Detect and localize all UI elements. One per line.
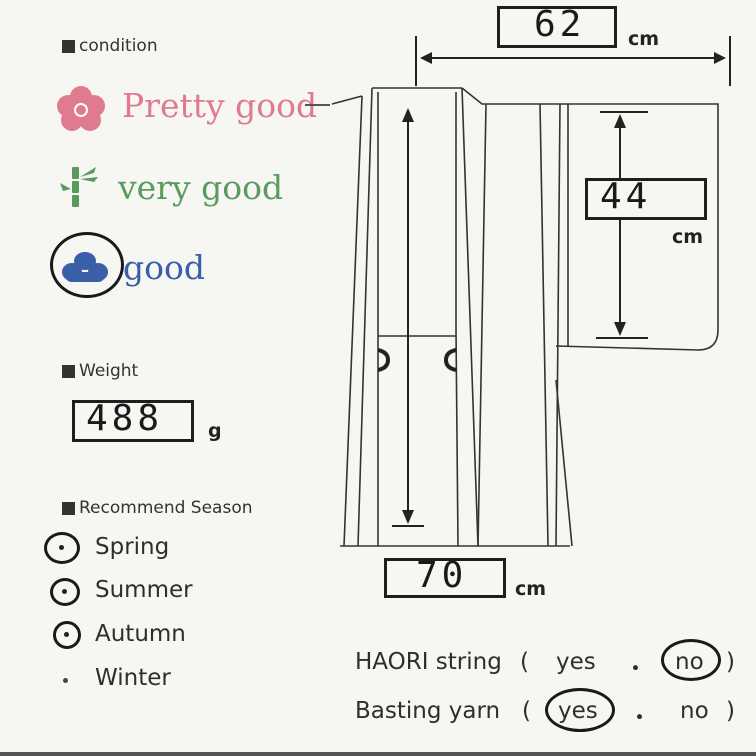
basting-yarn-no: no — [680, 698, 709, 724]
weight-title: Weight — [79, 361, 139, 381]
haori-string-no: no — [675, 649, 704, 675]
season-autumn: Autumn — [95, 621, 186, 647]
sleeve-value: 44 — [600, 176, 652, 217]
condition-option-pretty-good: Pretty good — [122, 86, 318, 125]
square-bullet-icon — [62, 364, 75, 378]
width-value-box — [497, 6, 617, 48]
season-spring: Spring — [95, 534, 170, 560]
basting-yarn-close: ) — [726, 698, 735, 724]
sleeve-value-box — [585, 178, 707, 220]
basting-yarn-sep: ・ — [628, 705, 651, 731]
basting-yarn-yes: yes — [558, 698, 598, 724]
width-value: 62 — [534, 4, 586, 45]
bottom-border — [0, 752, 756, 756]
bullet-dot-icon — [63, 678, 68, 683]
string-loop-left — [377, 348, 391, 372]
width-unit: cm — [628, 28, 660, 50]
haori-string-sep: ・ — [624, 656, 647, 682]
basting-yarn-label: Basting yarn — [355, 698, 501, 724]
haori-outline — [331, 87, 719, 547]
weight-value: 488 — [86, 398, 164, 439]
square-bullet-icon — [62, 501, 75, 515]
season-winter: Winter — [95, 665, 171, 691]
length-unit: cm — [515, 578, 547, 600]
string-loop-right — [443, 348, 457, 372]
basting-yarn-open: ( — [522, 698, 531, 724]
haori-string-open: ( — [520, 649, 529, 675]
length-arrow — [392, 108, 424, 527]
bullet-dot-icon — [59, 545, 64, 550]
season-circle-mark — [50, 578, 80, 606]
season-title: Recommend Season — [79, 498, 253, 518]
leader-line — [305, 104, 330, 106]
bullet-dot-icon — [62, 589, 67, 594]
length-value: 70 — [416, 555, 468, 596]
bamboo-icon — [58, 163, 104, 209]
selected-circle-mark — [50, 232, 124, 298]
condition-title: condition — [79, 36, 158, 56]
season-circle-mark — [53, 621, 81, 649]
haori-string-label: HAORI string — [355, 649, 502, 675]
selected-circle-mark — [545, 688, 615, 732]
condition-option-good: good — [123, 248, 205, 287]
season-circle-mark — [44, 532, 80, 564]
sleeve-arrow — [596, 111, 648, 339]
square-bullet-icon — [62, 39, 75, 53]
condition-heading: condition — [62, 36, 158, 56]
sleeve-unit: cm — [672, 226, 704, 248]
selected-circle-mark — [661, 639, 721, 681]
weight-value-box — [72, 400, 194, 442]
season-summer: Summer — [95, 577, 193, 603]
haori-string-close: ) — [726, 649, 735, 675]
length-value-box — [384, 558, 506, 598]
bullet-dot-icon — [64, 632, 69, 637]
pine-icon — [62, 250, 108, 286]
haori-string-yes: yes — [556, 649, 596, 675]
width-arrow — [415, 36, 731, 86]
weight-unit: g — [208, 420, 222, 442]
weight-heading: Weight — [62, 361, 138, 381]
plum-blossom-icon — [56, 86, 106, 132]
condition-option-very-good: very good — [118, 168, 284, 207]
season-heading: Recommend Season — [62, 498, 253, 518]
